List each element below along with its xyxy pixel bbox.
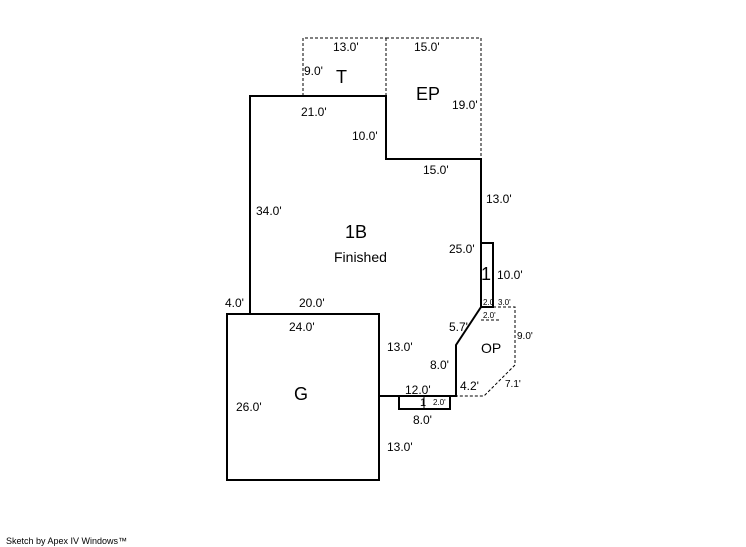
dim-notch-v: 10.0' <box>352 129 378 143</box>
dim-left-step: 4.0' <box>225 296 244 310</box>
dim-main-top: 21.0' <box>301 105 327 119</box>
area-label-garage: G <box>294 384 308 404</box>
dim-op-bottom: 7.1' <box>505 379 521 390</box>
dim-right-lower: 13.0' <box>387 340 413 354</box>
dim-small-2b: 2.0' <box>483 311 496 320</box>
area-label-op: OP <box>481 340 501 356</box>
garage-outline <box>226 313 380 481</box>
dim-ep-top: 15.0' <box>414 40 440 54</box>
dim-bump-side: 10.0' <box>497 268 523 282</box>
dim-ep-side: 19.0' <box>452 98 478 112</box>
dim-right-upper: 13.0' <box>486 192 512 206</box>
dim-left: 34.0' <box>256 204 282 218</box>
area-label-ep: EP <box>416 84 440 104</box>
dim-op-right: 9.0' <box>517 331 533 342</box>
dim-small-3: 3.0' <box>498 298 511 307</box>
dim-t-side: 9.0' <box>304 64 323 78</box>
area-label-bump: 1 <box>481 264 491 284</box>
dim-bottom-12: 12.0' <box>405 383 431 397</box>
dim-inner-v: 8.0' <box>430 358 449 372</box>
dim-t-top: 13.0' <box>333 40 359 54</box>
area-label-1b: 1B <box>345 222 367 242</box>
area-label-t: T <box>336 67 347 87</box>
dim-op-diag: 4.2' <box>460 379 479 393</box>
dim-stoop-side: 1 <box>420 397 426 409</box>
dim-g-left: 26.0' <box>236 400 262 414</box>
terrace-outline <box>302 37 386 96</box>
enclosed-porch-outline <box>385 37 482 159</box>
dim-g-right: 13.0' <box>387 440 413 454</box>
sketch-credit: Sketch by Apex IV Windows™ <box>6 536 127 546</box>
dim-notch-h: 15.0' <box>423 163 449 177</box>
dim-right-mid: 25.0' <box>449 242 475 256</box>
dim-diag-upper: 5.7' <box>449 320 468 334</box>
dim-g-top: 24.0' <box>289 320 315 334</box>
open-porch-outline <box>456 306 516 397</box>
area-label-finished: Finished <box>334 249 387 265</box>
dim-small-2a: 2.0 <box>483 298 495 307</box>
dim-stoop-bottom: 8.0' <box>413 413 432 427</box>
dim-small-2c: 2.0' <box>433 398 446 407</box>
bump-out-outline <box>481 242 494 308</box>
dim-main-bottom: 20.0' <box>299 296 325 310</box>
